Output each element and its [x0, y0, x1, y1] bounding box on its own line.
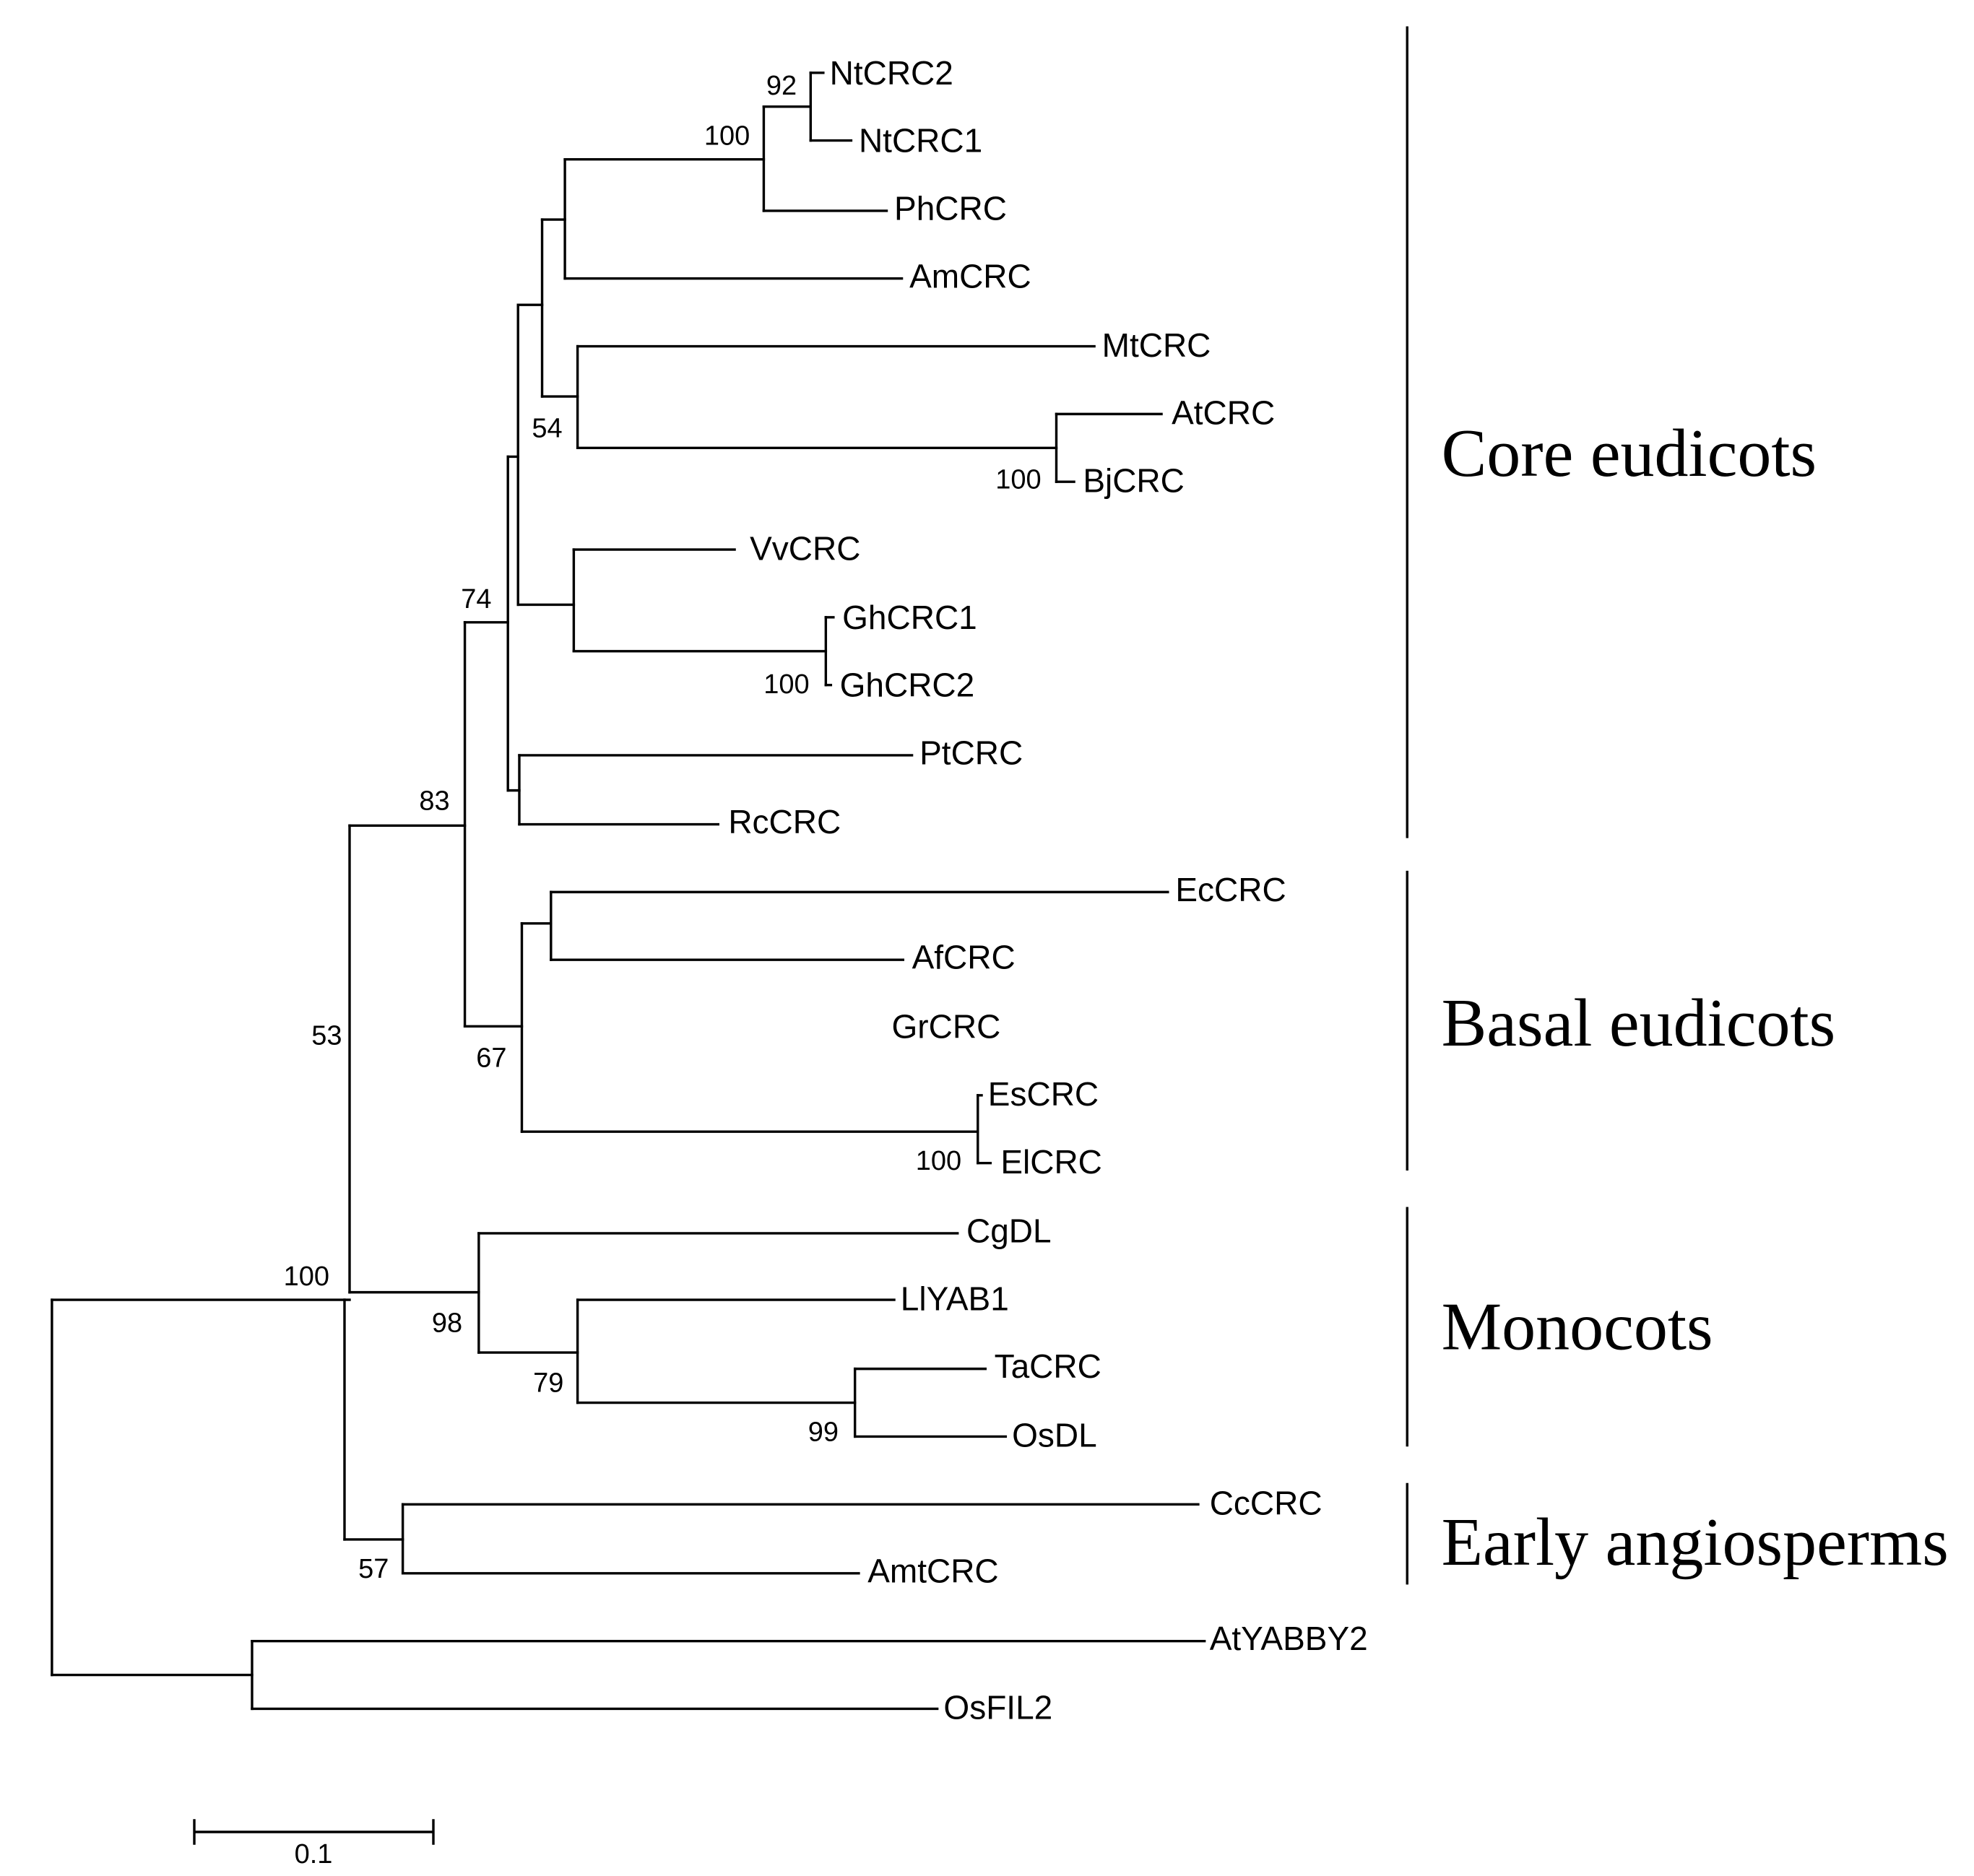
- leaf-label: CcCRC: [1210, 1485, 1323, 1522]
- leaf-label: VvCRC: [750, 529, 860, 567]
- bootstrap-value: 74: [461, 584, 491, 615]
- bootstrap-value: 100: [763, 669, 809, 700]
- leaf-label: GhCRC1: [842, 599, 977, 636]
- leaf-label: PtCRC: [919, 734, 1023, 772]
- clade-group-label: Early angiosperms: [1442, 1505, 1949, 1580]
- leaf-label: BjCRC: [1083, 461, 1185, 499]
- leaf-label: AtYABBY2: [1210, 1620, 1368, 1657]
- bootstrap-value: 83: [419, 786, 449, 817]
- leaf-label: AtCRC: [1172, 394, 1275, 432]
- clade-group-label: Core eudicots: [1442, 416, 1817, 491]
- bootstrap-value: 53: [311, 1020, 342, 1051]
- clade-group-label: Monocots: [1442, 1289, 1713, 1364]
- bootstrap-value: 98: [432, 1308, 462, 1338]
- leaf-label: GrCRC: [892, 1007, 1001, 1045]
- bootstrap-value: 100: [916, 1146, 961, 1176]
- leaf-label: MtCRC: [1102, 326, 1211, 364]
- clade-group-label: Basal eudicots: [1442, 986, 1836, 1061]
- bootstrap-value: 99: [808, 1417, 839, 1447]
- bootstrap-labels: 92 100 54 100 74 100 83 67 100 53 100 98 79 99 57: [284, 71, 1042, 1584]
- bootstrap-value: 100: [284, 1261, 329, 1292]
- leaf-label: OsDL: [1012, 1417, 1097, 1454]
- bootstrap-value: 57: [358, 1554, 389, 1584]
- scale-bar-label: 0.1: [295, 1839, 333, 1870]
- scale-bar-line: [193, 1819, 435, 1845]
- bootstrap-value: 100: [995, 465, 1041, 495]
- scale-bar: 0.1: [193, 1819, 435, 1870]
- leaf-label: NtCRC2: [830, 54, 953, 92]
- leaf-label: GhCRC2: [840, 666, 975, 704]
- leaf-label: EsCRC: [988, 1075, 1099, 1113]
- leaf-label: OsFIL2: [943, 1689, 1052, 1727]
- leaf-label: AmCRC: [909, 257, 1031, 295]
- bootstrap-value: 54: [532, 413, 562, 443]
- leaf-label: EcCRC: [1175, 871, 1286, 908]
- bootstrap-value: 100: [704, 121, 750, 152]
- leaf-label: NtCRC1: [859, 122, 982, 160]
- bootstrap-value: 79: [533, 1368, 563, 1399]
- leaf-label: RcCRC: [728, 803, 841, 841]
- leaf-label: TaCRC: [995, 1347, 1101, 1385]
- bootstrap-value: 92: [766, 71, 797, 101]
- leaf-label: PhCRC: [894, 189, 1007, 227]
- leaf-label: ElCRC: [1000, 1143, 1102, 1181]
- leaf-label: AmtCRC: [867, 1552, 998, 1589]
- tree-branches: [51, 71, 1206, 1711]
- leaf-label: LlYAB1: [901, 1280, 1009, 1317]
- leaf-label: CgDL: [966, 1212, 1052, 1249]
- leaf-label: AfCRC: [912, 939, 1016, 976]
- bootstrap-value: 67: [476, 1043, 506, 1074]
